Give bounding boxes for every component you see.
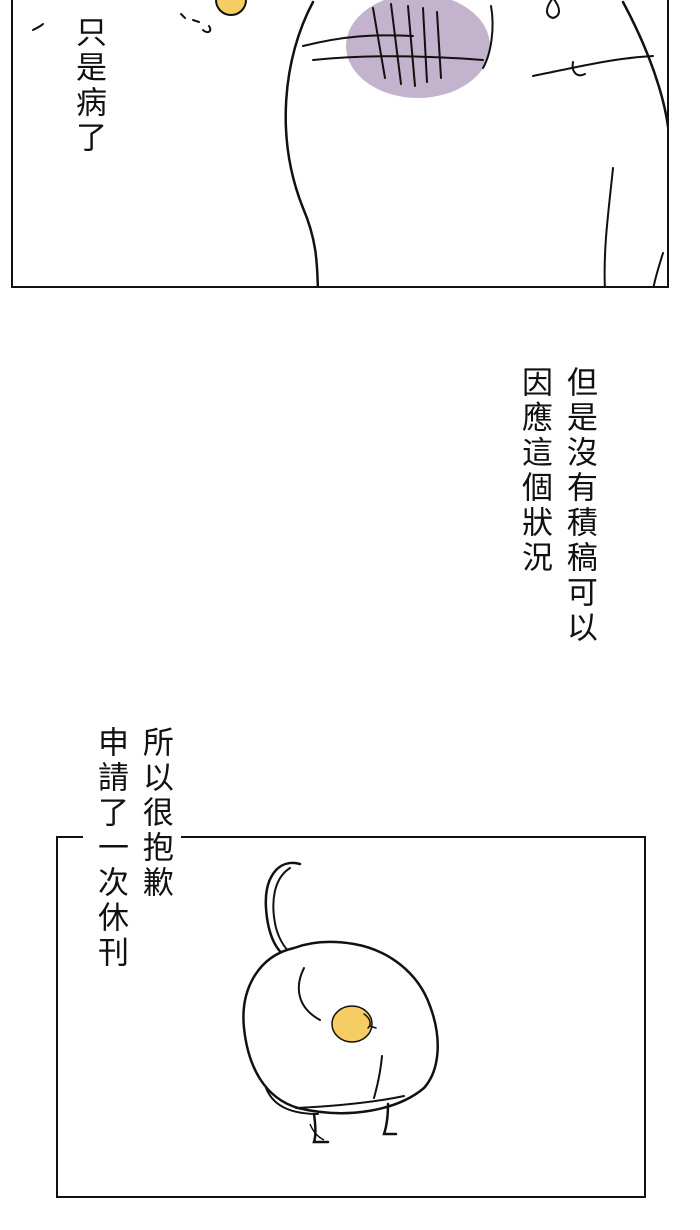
cat-closeup-illustration xyxy=(32,0,667,286)
caption-only-sick: 只是病了 xyxy=(69,16,106,156)
bruise-scribble xyxy=(302,3,484,87)
cat-body-outline-right xyxy=(621,0,667,129)
caption-apology-hiatus: 所以很抱歉 申請了一次休刊 xyxy=(83,720,181,975)
comic-panel-top: 只是病了 xyxy=(11,0,669,288)
sweat-drop-icon xyxy=(546,0,560,20)
comic-panel-bottom xyxy=(56,836,646,1198)
bruise-mark xyxy=(346,0,490,98)
cat-body-outline xyxy=(284,0,320,286)
cat-tail xyxy=(264,861,302,958)
cat-right-foot xyxy=(382,1102,398,1136)
chick-head xyxy=(215,0,247,16)
caption-no-backlog: 但是沒有積稿可以 因應這個狀況 xyxy=(515,366,597,646)
chick-body xyxy=(331,1005,373,1043)
cat-back-illustration xyxy=(242,861,439,1144)
